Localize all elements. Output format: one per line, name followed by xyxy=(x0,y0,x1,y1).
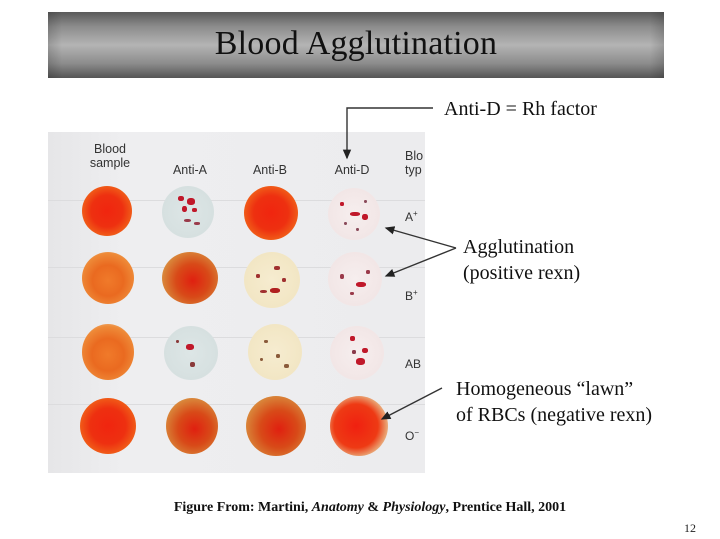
well-a-anti-b xyxy=(244,186,298,240)
annotation-line: Homogeneous “lawn” xyxy=(456,378,634,400)
well-b-anti-b-agglutinated xyxy=(244,252,300,308)
page-number: 12 xyxy=(684,521,696,535)
col-header-anti-d: Anti-D xyxy=(334,163,370,177)
agglutination-figure-photo: Blood sample Anti-A Anti-B Anti-D Blo ty… xyxy=(48,132,425,473)
title-bar-right-shade xyxy=(650,12,664,78)
col-header-line: Blood xyxy=(94,142,126,156)
title-bar-left-shade xyxy=(48,12,62,78)
citation-amp: & xyxy=(363,500,383,515)
slide-title-bar: Blood Agglutination xyxy=(48,12,664,78)
well-ab-anti-b-agglutinated xyxy=(248,324,302,380)
citation-book-title: Physiology xyxy=(382,500,446,515)
col-header-line: Blo xyxy=(405,149,424,163)
blood-type-b-pos: B+ xyxy=(405,288,418,303)
anti-d-annotation: Anti-D = Rh factor xyxy=(444,98,597,120)
row-divider xyxy=(48,404,425,405)
well-a-anti-a-agglutinated xyxy=(162,186,214,238)
citation-suffix: , Prentice Hall, 2001 xyxy=(445,500,567,515)
col-header-line: typ xyxy=(405,163,422,177)
col-header-line: sample xyxy=(89,156,131,170)
well-ab-anti-a-agglutinated xyxy=(164,326,218,380)
citation-book-title: Anatomy xyxy=(311,500,364,515)
well-o-anti-d-lawn xyxy=(330,396,388,456)
well-b-anti-a xyxy=(162,252,218,304)
blood-type-a-pos: A+ xyxy=(405,209,418,224)
col-header-anti-a: Anti-A xyxy=(172,163,208,177)
well-b-anti-d-agglutinated xyxy=(328,252,382,306)
blood-type-o-neg: O− xyxy=(405,428,420,443)
col-header-blood-type: Blo typ xyxy=(405,149,425,177)
well-b-sample xyxy=(82,252,134,304)
homogeneous-lawn-annotation: Homogeneous “lawn” of RBCs (negative rex… xyxy=(456,376,652,428)
well-ab-sample xyxy=(82,324,134,380)
well-o-anti-a xyxy=(166,398,218,454)
figure-citation: Figure From: Martini, Anatomy & Physiolo… xyxy=(0,500,720,516)
well-a-anti-d-agglutinated xyxy=(328,188,380,240)
well-o-sample xyxy=(80,398,136,454)
annotation-line: (positive rexn) xyxy=(463,262,581,284)
row-divider xyxy=(48,337,425,338)
annotation-line: of RBCs (negative rexn) xyxy=(456,404,653,426)
annotation-line: Agglutination xyxy=(463,236,575,258)
citation-prefix: Figure From: Martini, xyxy=(173,500,312,515)
slide-title: Blood Agglutination xyxy=(214,25,498,62)
agglutination-annotation: Agglutination (positive rexn) xyxy=(463,234,580,286)
well-a-sample xyxy=(82,186,132,236)
well-ab-anti-d-agglutinated xyxy=(330,326,384,380)
row-divider xyxy=(48,267,425,268)
blood-type-ab: AB xyxy=(405,357,422,371)
row-divider xyxy=(48,200,425,201)
col-header-anti-b: Anti-B xyxy=(252,163,288,177)
well-o-anti-b xyxy=(246,396,306,456)
col-header-blood-sample: Blood sample xyxy=(80,142,140,170)
